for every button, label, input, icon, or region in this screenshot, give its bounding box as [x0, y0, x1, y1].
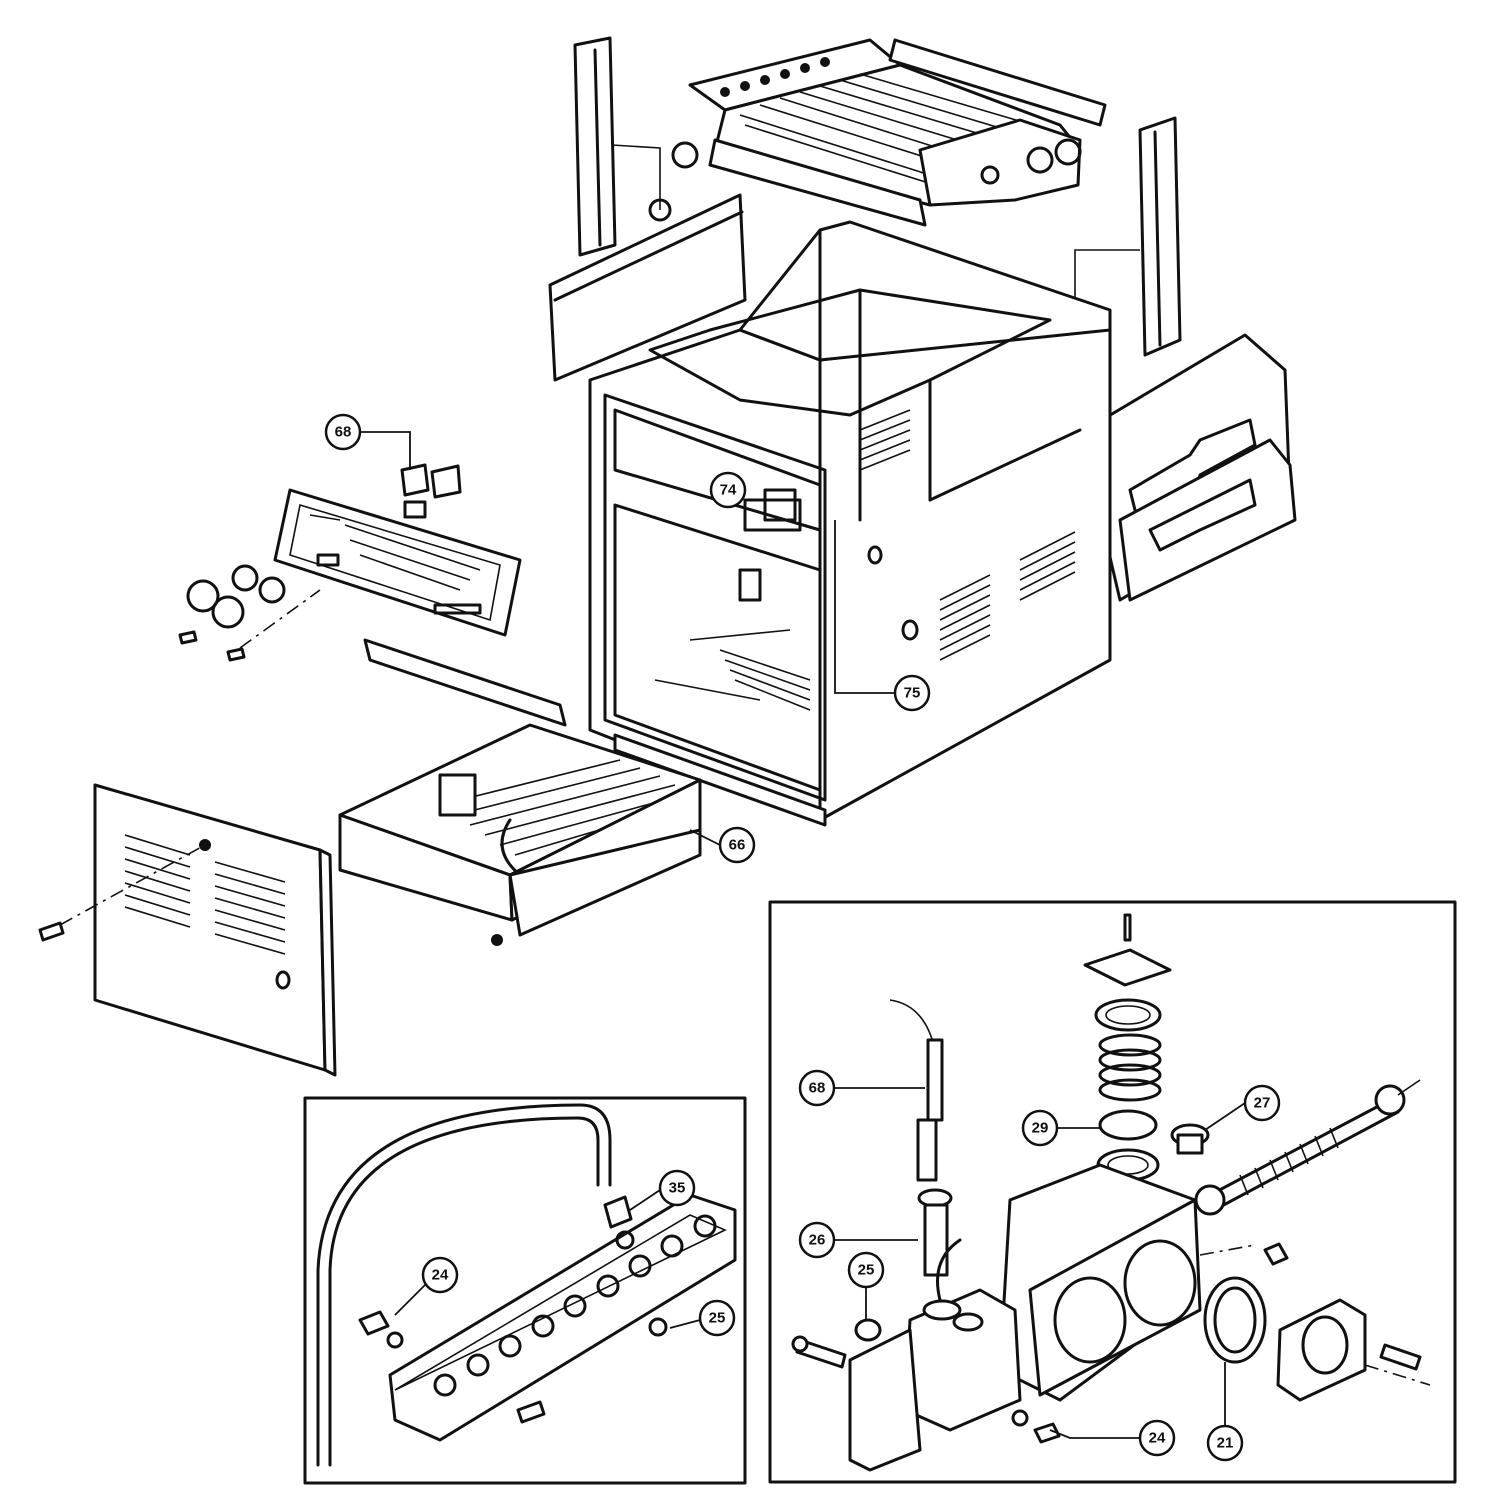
callout-75: 75: [893, 674, 931, 712]
svg-text:25: 25: [858, 1262, 875, 1279]
callout-74: 74: [709, 471, 747, 509]
callout-21: 21: [1206, 1424, 1244, 1462]
callout-leaders: [360, 431, 1246, 1439]
callout-24-right: 24: [1138, 1419, 1176, 1457]
jacket-side-panels-right: [1074, 116, 1297, 602]
control-panel: [178, 463, 522, 662]
callout-26: 26: [798, 1221, 836, 1259]
svg-text:26: 26: [809, 1232, 826, 1249]
callout-66: 66: [718, 826, 756, 864]
svg-text:27: 27: [1254, 1095, 1271, 1112]
front-door: [38, 783, 337, 1077]
cabinet-louvers: [859, 409, 1076, 661]
callout-35: 35: [658, 1169, 696, 1207]
header-valve-inset: [768, 900, 1457, 1484]
callout-27: 27: [1243, 1084, 1281, 1122]
svg-text:68: 68: [809, 1080, 826, 1097]
jacket-side-panels-left: [548, 36, 747, 382]
heater-cabinet: [588, 220, 1112, 827]
svg-text:66: 66: [729, 837, 746, 854]
burner-tray: [338, 638, 702, 946]
svg-text:35: 35: [669, 1180, 686, 1197]
svg-text:24: 24: [432, 1267, 449, 1284]
svg-text:29: 29: [1032, 1120, 1049, 1137]
svg-text:25: 25: [709, 1310, 726, 1327]
heat-exchanger: [688, 38, 1107, 227]
svg-text:74: 74: [720, 482, 737, 499]
callout-24-left: 24: [421, 1256, 459, 1294]
svg-text:75: 75: [904, 685, 921, 702]
svg-text:21: 21: [1217, 1435, 1234, 1452]
callout-68-top: 68: [324, 413, 362, 451]
callout-25-left: 25: [698, 1299, 736, 1337]
callout-25-right: 25: [847, 1251, 885, 1289]
callout-29: 29: [1021, 1109, 1059, 1147]
svg-text:24: 24: [1149, 1430, 1166, 1447]
svg-text:68: 68: [335, 424, 352, 441]
manifold-inset: [303, 1096, 747, 1485]
callout-68-right: 68: [798, 1069, 836, 1107]
